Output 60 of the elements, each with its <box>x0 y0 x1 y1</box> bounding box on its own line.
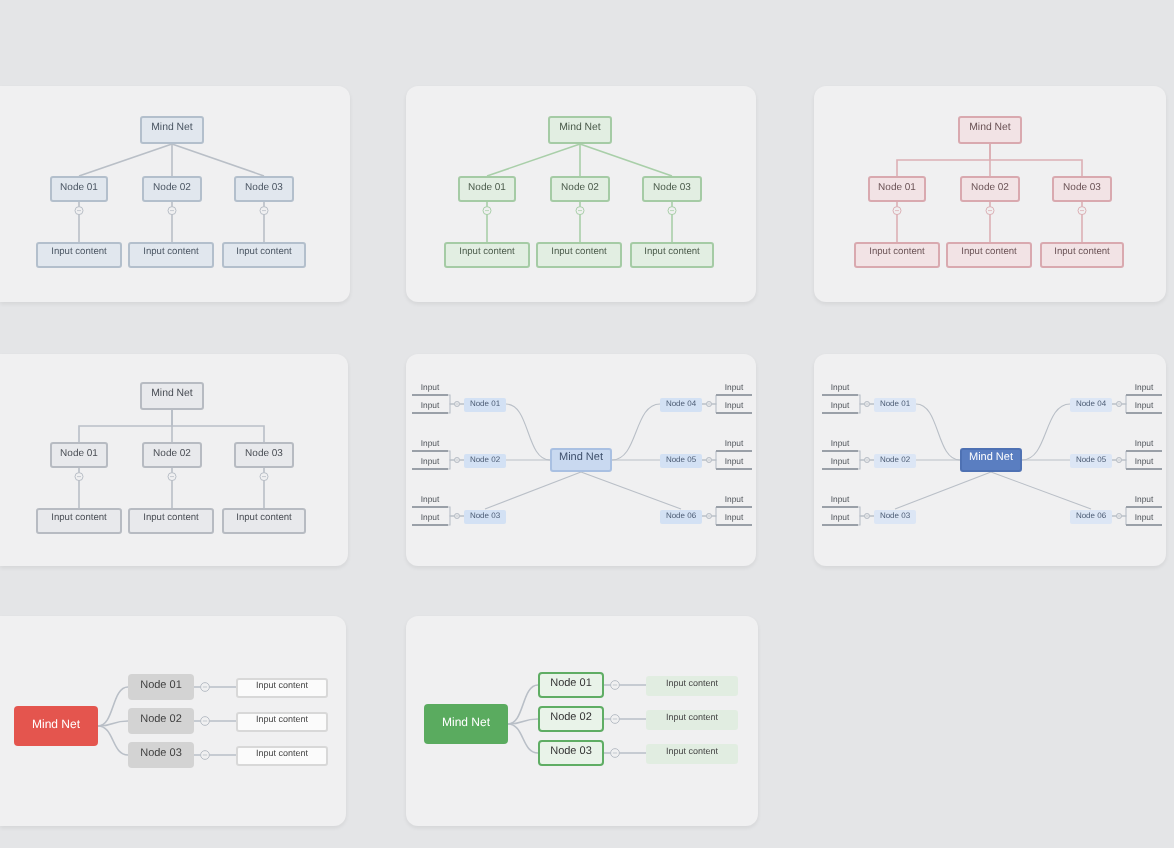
connector-line <box>484 471 582 510</box>
connector-line <box>447 457 465 470</box>
connector-line <box>74 467 84 509</box>
connector-line <box>580 471 682 510</box>
connector-line <box>603 714 647 724</box>
connector-line <box>171 143 265 177</box>
connector-line <box>74 201 84 243</box>
connector-line <box>259 201 269 243</box>
connector-line <box>78 143 173 177</box>
connector-line <box>892 201 902 243</box>
connector-line <box>193 750 237 760</box>
template-card <box>814 86 1166 302</box>
connector-line <box>990 471 1092 510</box>
connector-line <box>507 723 539 754</box>
connector-line <box>603 680 647 690</box>
template-card <box>814 354 1166 566</box>
connector-line <box>603 748 647 758</box>
connector-line <box>1111 457 1127 470</box>
connector-line <box>97 720 129 727</box>
connector-line <box>486 143 581 177</box>
connector-line <box>97 725 129 756</box>
connector-line <box>1111 401 1127 414</box>
connector-line <box>507 718 539 725</box>
connector-line <box>701 513 717 526</box>
connector-line <box>482 201 492 243</box>
connector-line <box>611 403 661 461</box>
template-card <box>406 616 758 826</box>
connector-line <box>857 457 875 470</box>
template-card <box>0 616 346 826</box>
connector-line <box>193 682 237 692</box>
connector-line <box>915 403 961 461</box>
connector-line <box>857 401 875 414</box>
template-card <box>406 86 756 302</box>
connector-line <box>894 471 992 510</box>
connector-line <box>985 201 995 243</box>
connector-line <box>171 409 265 443</box>
template-card <box>406 354 756 566</box>
connector-line <box>667 201 677 243</box>
connector-line <box>167 201 177 243</box>
connector-line <box>259 467 269 509</box>
connector-line <box>701 401 717 414</box>
connector-line <box>579 143 581 177</box>
connector-line <box>1111 513 1127 526</box>
connector-line <box>1021 403 1071 461</box>
connector-line <box>579 143 673 177</box>
connector-line <box>193 716 237 726</box>
connector-line <box>167 467 177 509</box>
connector-line <box>989 143 1083 177</box>
connector-line <box>857 513 875 526</box>
connector-line <box>1077 201 1087 243</box>
connector-line <box>97 686 129 727</box>
template-card <box>0 354 348 566</box>
connector-line <box>447 401 465 414</box>
template-card <box>0 86 350 302</box>
connector-line <box>171 143 173 177</box>
connector-line <box>447 513 465 526</box>
connector-line <box>701 457 717 470</box>
connector-line <box>505 403 551 461</box>
connector-line <box>507 684 539 725</box>
connector-line <box>575 201 585 243</box>
